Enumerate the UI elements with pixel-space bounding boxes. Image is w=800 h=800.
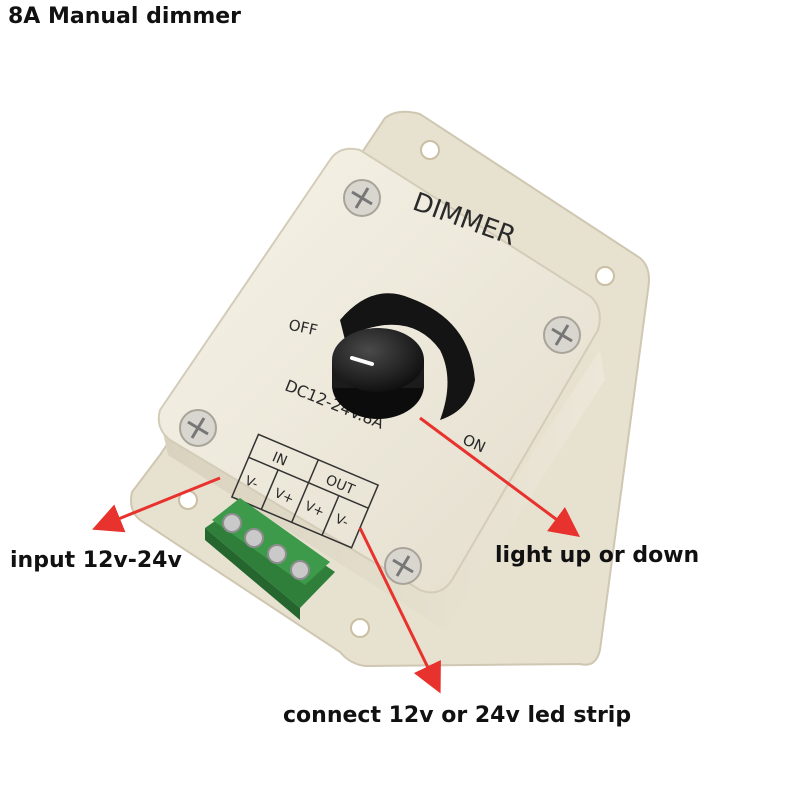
- brightness-arc: [340, 293, 475, 420]
- terminal-block: [205, 498, 335, 620]
- arrow-light: [419, 416, 581, 537]
- terminal-screw-icon: [244, 528, 264, 548]
- off-label: OFF: [287, 316, 319, 340]
- mounting-hole: [350, 618, 370, 638]
- arrow-connect: [358, 527, 441, 694]
- caption-input: input 12v-24v: [10, 548, 182, 573]
- terminal-label: V+: [302, 499, 326, 521]
- dimmer-knob[interactable]: [332, 328, 424, 419]
- terminal-label: V+: [272, 486, 296, 508]
- terminal-screw-icon: [222, 513, 242, 533]
- screw-icon: [384, 547, 422, 585]
- caption-connect: connect 12v or 24v led strip: [283, 703, 632, 728]
- terminal-label: V-: [333, 512, 351, 531]
- knob-indicator: [350, 356, 374, 366]
- terminal-screw-icon: [290, 560, 310, 580]
- screw-icon: [343, 179, 381, 217]
- page-title: 8A Manual dimmer: [8, 4, 242, 29]
- in-label: IN: [270, 449, 290, 469]
- screw-icon: [179, 409, 217, 447]
- arrow-input: [92, 476, 221, 533]
- screw-icon: [543, 316, 581, 354]
- mounting-hole: [595, 266, 615, 286]
- caption-light: light up or down: [495, 543, 700, 568]
- mounting-hole: [420, 140, 440, 160]
- terminal-screw-icon: [267, 544, 287, 564]
- terminal-label: V-: [242, 474, 260, 493]
